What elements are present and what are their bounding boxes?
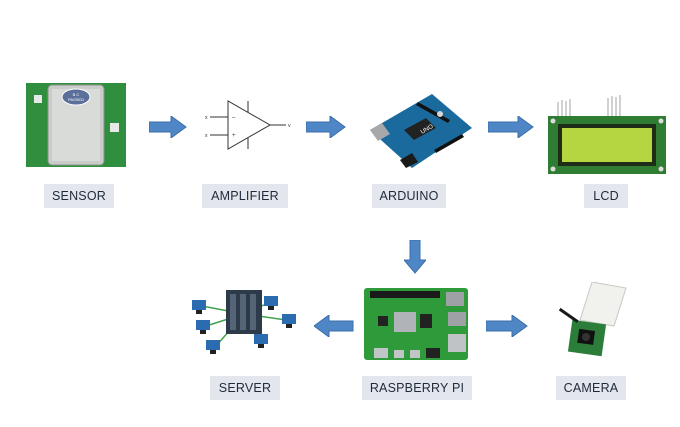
svg-text:v: v [288, 123, 291, 129]
node-label-server: SERVER [210, 376, 280, 400]
op-amp-symbol-icon: – + x x v [205, 100, 291, 150]
camera-module-icon [558, 282, 627, 357]
arduino-board-icon: UNO [370, 94, 472, 168]
pir-motion-sensor-icon: B C PASSED [26, 83, 126, 167]
arduino-node: UNO [362, 90, 474, 172]
svg-text:B C: B C [73, 92, 80, 97]
svg-text:x: x [205, 133, 208, 139]
lcd-node [548, 92, 666, 174]
amplifier-node: – + x x v [200, 95, 296, 155]
arrow-raspberry-pi-to-server [314, 315, 354, 337]
node-label-amplifier: AMPLIFIER [202, 184, 288, 208]
svg-text:PASSED: PASSED [68, 97, 84, 102]
svg-text:–: – [232, 115, 236, 121]
camera-node [556, 282, 628, 368]
raspberry-pi-board-icon [364, 288, 468, 360]
node-label-camera: CAMERA [556, 376, 626, 400]
arrow-arduino-to-lcd [488, 116, 534, 138]
arrow-arduino-to-raspberry-pi [404, 240, 426, 274]
arrow-sensor-to-amplifier [149, 116, 187, 138]
server-network-icon [192, 290, 296, 354]
raspberry-pi-node [364, 288, 468, 360]
node-label-sensor: SENSOR [44, 184, 114, 208]
node-label-arduino: ARDUINO [372, 184, 446, 208]
node-label-raspberry-pi: RASPBERRY PI [362, 376, 472, 400]
arrow-raspberry-pi-to-camera [486, 315, 528, 337]
svg-text:x: x [205, 115, 208, 121]
svg-text:+: + [232, 133, 236, 139]
server-node [186, 284, 302, 360]
node-label-lcd: LCD [584, 184, 628, 208]
arrow-amplifier-to-arduino [306, 116, 346, 138]
sensor-node: B C PASSED [26, 83, 126, 167]
lcd-display-icon [548, 95, 666, 174]
